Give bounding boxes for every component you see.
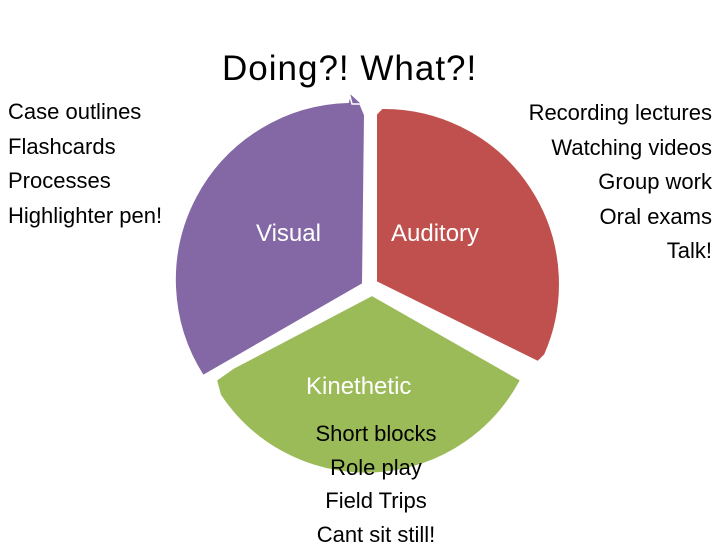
right-list: Recording lectures Watching videos Group…: [529, 96, 712, 269]
visual-label: Visual: [256, 222, 321, 246]
list-item: Case outlines: [8, 95, 162, 130]
list-item: Talk!: [529, 234, 712, 269]
list-item: Processes: [8, 164, 162, 199]
list-item: Role play: [296, 451, 456, 485]
list-item: Watching videos: [529, 131, 712, 166]
kinethetic-label: Kinethetic: [306, 375, 411, 399]
title: Doing?! What?!: [222, 51, 477, 86]
kinethetic-list: Short blocks Role play Field Trips Cant …: [296, 417, 456, 551]
list-item: Short blocks: [296, 417, 456, 451]
list-item: Recording lectures: [529, 96, 712, 131]
list-item: Oral exams: [529, 200, 712, 235]
list-item: Flashcards: [8, 130, 162, 165]
auditory-label: Auditory: [391, 222, 479, 246]
list-item: Highlighter pen!: [8, 199, 162, 234]
list-item: Group work: [529, 165, 712, 200]
left-list: Case outlines Flashcards Processes Highl…: [8, 95, 162, 233]
list-item: Field Trips: [296, 484, 456, 518]
arrow-tip: [349, 92, 362, 104]
